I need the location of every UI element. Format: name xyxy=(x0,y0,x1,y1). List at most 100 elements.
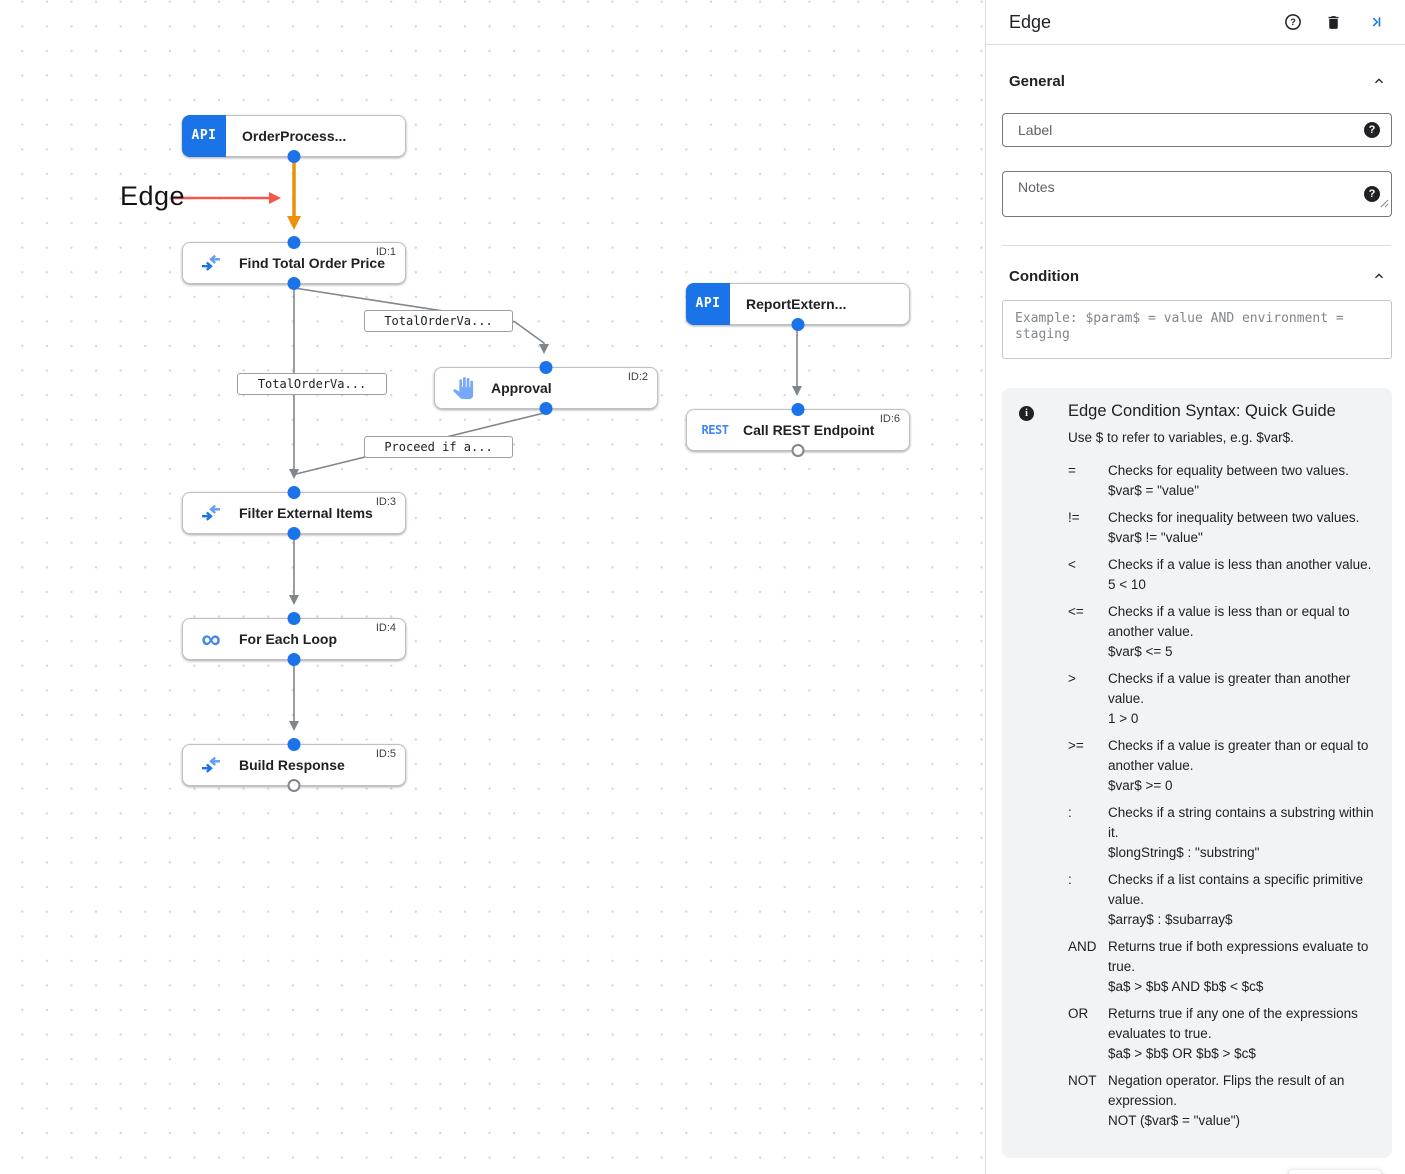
label-input[interactable] xyxy=(1002,113,1392,147)
output-port[interactable] xyxy=(287,150,301,163)
guide-rule-example: $var$ >= 0 xyxy=(1108,778,1173,793)
guide-rule-description: Checks if a value is greater than or equ… xyxy=(1108,738,1369,773)
guide-rule: > Checks if a value is greater than anot… xyxy=(1068,669,1374,729)
node-label: For Each Loop xyxy=(239,631,337,647)
guide-rule-operator: AND xyxy=(1068,939,1097,954)
node-filter-external-items[interactable]: ID:3 Filter External Items xyxy=(182,486,406,540)
guide-rule-operator: < xyxy=(1068,557,1076,572)
guide-rule-example: $var$ <= 5 xyxy=(1108,644,1173,659)
edge-condition-label[interactable]: Proceed if a... xyxy=(364,436,513,458)
input-port[interactable] xyxy=(287,486,301,499)
guide-rule-operator: > xyxy=(1068,671,1076,686)
node-label: Call REST Endpoint xyxy=(743,422,875,438)
general-section: General ? ? xyxy=(986,45,1405,246)
guide-rule-example: NOT ($var$ = "value") xyxy=(1108,1113,1241,1128)
node-label: ReportExtern... xyxy=(746,296,847,312)
node-id-badge: ID:6 xyxy=(879,413,900,425)
guide-rule: : Checks if a list contains a specific p… xyxy=(1068,870,1374,930)
general-section-title: General xyxy=(1009,72,1065,90)
flow-canvas[interactable]: Edge API OrderProcess... ID:1 Find Total… xyxy=(0,0,985,1174)
condition-syntax-guide: i Edge Condition Syntax: Quick Guide Use… xyxy=(1002,388,1392,1158)
guide-rule-operator: OR xyxy=(1068,1006,1089,1021)
node-build-response[interactable]: ID:5 Build Response xyxy=(182,738,406,792)
guide-rule-description: Checks if a value is greater than anothe… xyxy=(1108,671,1351,706)
guide-rule-operator: != xyxy=(1068,510,1080,525)
node-approval[interactable]: ID:2 Approval xyxy=(434,361,658,415)
help-badge-icon[interactable]: ? xyxy=(1364,122,1380,138)
guide-rule-operator: : xyxy=(1068,872,1072,887)
guide-rule-description: Checks for equality between two values. xyxy=(1108,463,1349,478)
node-label: Approval xyxy=(491,380,552,396)
annotation-edge-label: Edge xyxy=(120,181,186,211)
panel-title: Edge xyxy=(1009,11,1052,32)
delete-icon[interactable] xyxy=(1323,12,1343,32)
edges-layer xyxy=(172,161,802,731)
data-mapping-icon xyxy=(198,500,224,526)
guide-rule: AND Returns true if both expressions eva… xyxy=(1068,937,1374,997)
node-id-badge: ID:4 xyxy=(375,622,396,634)
chevron-up-icon[interactable] xyxy=(1369,71,1389,91)
help-badge-icon[interactable]: ? xyxy=(1364,186,1380,202)
resize-handle-icon[interactable] xyxy=(1380,195,1389,213)
output-port[interactable] xyxy=(287,277,301,290)
guide-rule: OR Returns true if any one of the expres… xyxy=(1068,1004,1374,1064)
notes-input[interactable] xyxy=(1002,171,1392,217)
guide-rule-description: Checks if a value is less than another v… xyxy=(1108,557,1372,572)
output-port[interactable] xyxy=(287,653,301,666)
api-trigger-icon: API xyxy=(686,282,730,325)
guide-rule-operator: NOT xyxy=(1068,1073,1097,1088)
guide-rule-example: $var$ != "value" xyxy=(1108,530,1203,545)
condition-section: Condition xyxy=(986,246,1405,364)
guide-rule-example: 1 > 0 xyxy=(1108,711,1139,726)
output-port[interactable] xyxy=(287,527,301,540)
guide-rule: != Checks for inequality between two val… xyxy=(1068,508,1374,548)
guide-rule: <= Checks if a value is less than or equ… xyxy=(1068,602,1374,662)
rest-icon: REST xyxy=(701,423,729,437)
input-port[interactable] xyxy=(791,403,805,416)
svg-text:?: ? xyxy=(1290,17,1296,27)
collapse-panel-icon[interactable] xyxy=(1363,12,1383,32)
guide-rule: = Checks for equality between two values… xyxy=(1068,461,1374,501)
input-port[interactable] xyxy=(287,612,301,625)
edge-condition-label[interactable]: TotalOrderVa... xyxy=(364,310,513,332)
guide-rule-operator: <= xyxy=(1068,604,1084,619)
guide-rule-example: $a$ > $b$ AND $b$ < $c$ xyxy=(1108,979,1264,994)
node-call-rest-endpoint[interactable]: ID:6 REST Call REST Endpoint xyxy=(686,403,910,457)
guide-rule-description: Returns true if both expressions evaluat… xyxy=(1108,939,1369,974)
dismiss-button[interactable]: DISMISS xyxy=(1288,1170,1381,1174)
chevron-up-icon[interactable] xyxy=(1369,266,1389,286)
guide-rule-example: $longString$ : "substring" xyxy=(1108,845,1260,860)
node-report-extern-trigger[interactable]: API ReportExtern... xyxy=(686,282,910,331)
node-find-total-order-price[interactable]: ID:1 Find Total Order Price xyxy=(182,236,406,290)
guide-rule-description: Checks if a string contains a substring … xyxy=(1108,805,1374,840)
help-icon[interactable]: ? xyxy=(1283,12,1303,32)
guide-rule-example: 5 < 10 xyxy=(1108,577,1146,592)
output-port[interactable] xyxy=(791,318,805,331)
input-port[interactable] xyxy=(287,738,301,751)
condition-input[interactable] xyxy=(1002,300,1392,359)
node-label: Filter External Items xyxy=(239,505,373,521)
node-id-badge: ID:3 xyxy=(375,496,396,508)
guide-rule: : Checks if a string contains a substrin… xyxy=(1068,803,1374,863)
guide-rule-description: Checks for inequality between two values… xyxy=(1108,510,1360,525)
input-port[interactable] xyxy=(287,236,301,249)
section-divider xyxy=(1002,245,1391,246)
panel-header: Edge ? xyxy=(986,0,1405,45)
api-trigger-icon: API xyxy=(182,114,226,157)
guide-title: Edge Condition Syntax: Quick Guide xyxy=(1068,402,1336,420)
terminal-port[interactable] xyxy=(287,779,301,792)
guide-rule-description: Checks if a list contains a specific pri… xyxy=(1108,872,1364,907)
node-id-badge: ID:2 xyxy=(627,371,648,383)
edge-condition-label[interactable]: TotalOrderVa... xyxy=(237,373,387,395)
node-id-badge: ID:5 xyxy=(375,748,396,760)
condition-section-title: Condition xyxy=(1009,267,1079,285)
terminal-port[interactable] xyxy=(791,444,805,457)
guide-rule: NOT Negation operator. Flips the result … xyxy=(1068,1071,1374,1131)
node-order-process-trigger[interactable]: API OrderProcess... xyxy=(182,114,406,163)
output-port[interactable] xyxy=(539,402,553,415)
node-for-each-loop[interactable]: ID:4 ∞ For Each Loop xyxy=(182,612,406,666)
input-port[interactable] xyxy=(539,361,553,374)
edge-find-to-approval[interactable] xyxy=(293,287,549,354)
data-mapping-icon xyxy=(198,250,224,276)
